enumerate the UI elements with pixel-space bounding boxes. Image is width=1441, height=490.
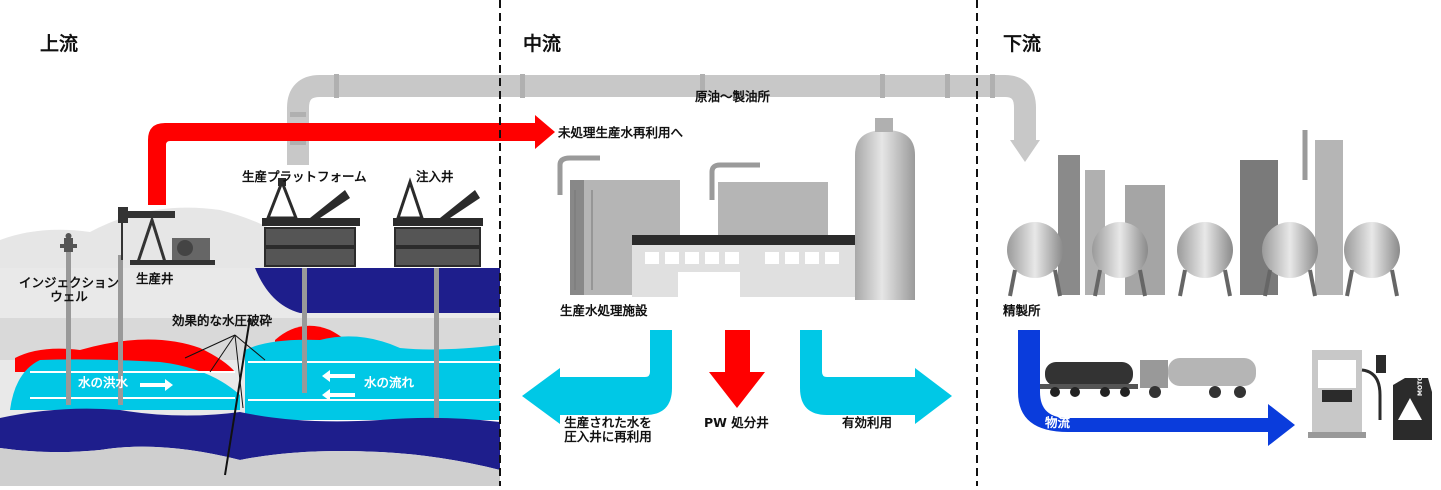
refinery-plant (1007, 130, 1400, 297)
injection-well-left-label: インジェクション ウェル (10, 275, 128, 305)
water-flow-label: 水の流れ (364, 375, 415, 390)
motor-oil-bottle (1393, 378, 1432, 440)
tanker-truck (1140, 358, 1256, 398)
rail-tanker (1040, 362, 1138, 397)
disposal-arrow (709, 330, 765, 408)
reinject-label: 生産された水を 圧入井に再利用 (548, 415, 668, 445)
injection-well-pipe-left (66, 250, 71, 405)
treatment-facility (557, 118, 915, 300)
untreated-reuse-arrow (148, 115, 555, 205)
flow-arrow-2 (322, 389, 355, 401)
crude-to-refinery-label: 原油〜製油所 (695, 89, 771, 104)
sea (255, 268, 500, 313)
section-upstream: 上流 (40, 33, 79, 55)
crude-oil-pipeline (287, 74, 1040, 165)
section-midstream: 中流 (523, 33, 562, 55)
beneficial-use-arrow (800, 330, 952, 424)
platform-well-pipe (302, 268, 307, 393)
section-downstream: 下流 (1003, 33, 1042, 55)
treatment-facility-label: 生産水処理施設 (560, 303, 648, 318)
beneficial-use-label: 有効利用 (842, 415, 893, 430)
production-platform (262, 177, 360, 267)
water-flood-label: 水の洪水 (78, 375, 129, 390)
upstream-geology (0, 207, 500, 486)
platform-label: 生産プラットフォーム (242, 169, 367, 184)
injection-well-pipe-right (434, 268, 439, 418)
reinject-arrow (522, 330, 672, 424)
base-rock (0, 408, 500, 470)
fuel-pump (1308, 350, 1386, 438)
flow-arrow-1 (322, 370, 355, 382)
production-well-pipe (118, 255, 123, 405)
injection-well-left-line2: ウェル (50, 289, 88, 305)
pump-jack (118, 207, 215, 265)
disposal-well-label: PW 処分井 (704, 415, 769, 430)
injection-wellhead-left (60, 233, 77, 252)
fracturing-label: 効果的な水圧破砕 (172, 313, 273, 328)
logistics-arrow (1018, 330, 1295, 446)
injection-well-left-line1: インジェクション (18, 275, 119, 290)
production-well-label: 生産井 (136, 271, 174, 286)
flood-arrow (140, 379, 173, 391)
motor-oil-text: MOTOR OIL (1417, 357, 1424, 396)
logistics-label: 物流 (1045, 415, 1071, 430)
untreated-reuse-label: 未処理生産水再利用へ (558, 125, 684, 140)
injection-well-label: 注入井 (416, 169, 454, 184)
reinject-line1: 生産された水を (564, 415, 652, 430)
injection-platform (393, 177, 483, 267)
reinject-line2: 圧入井に再利用 (564, 429, 652, 445)
refinery-label: 精製所 (1003, 303, 1041, 318)
